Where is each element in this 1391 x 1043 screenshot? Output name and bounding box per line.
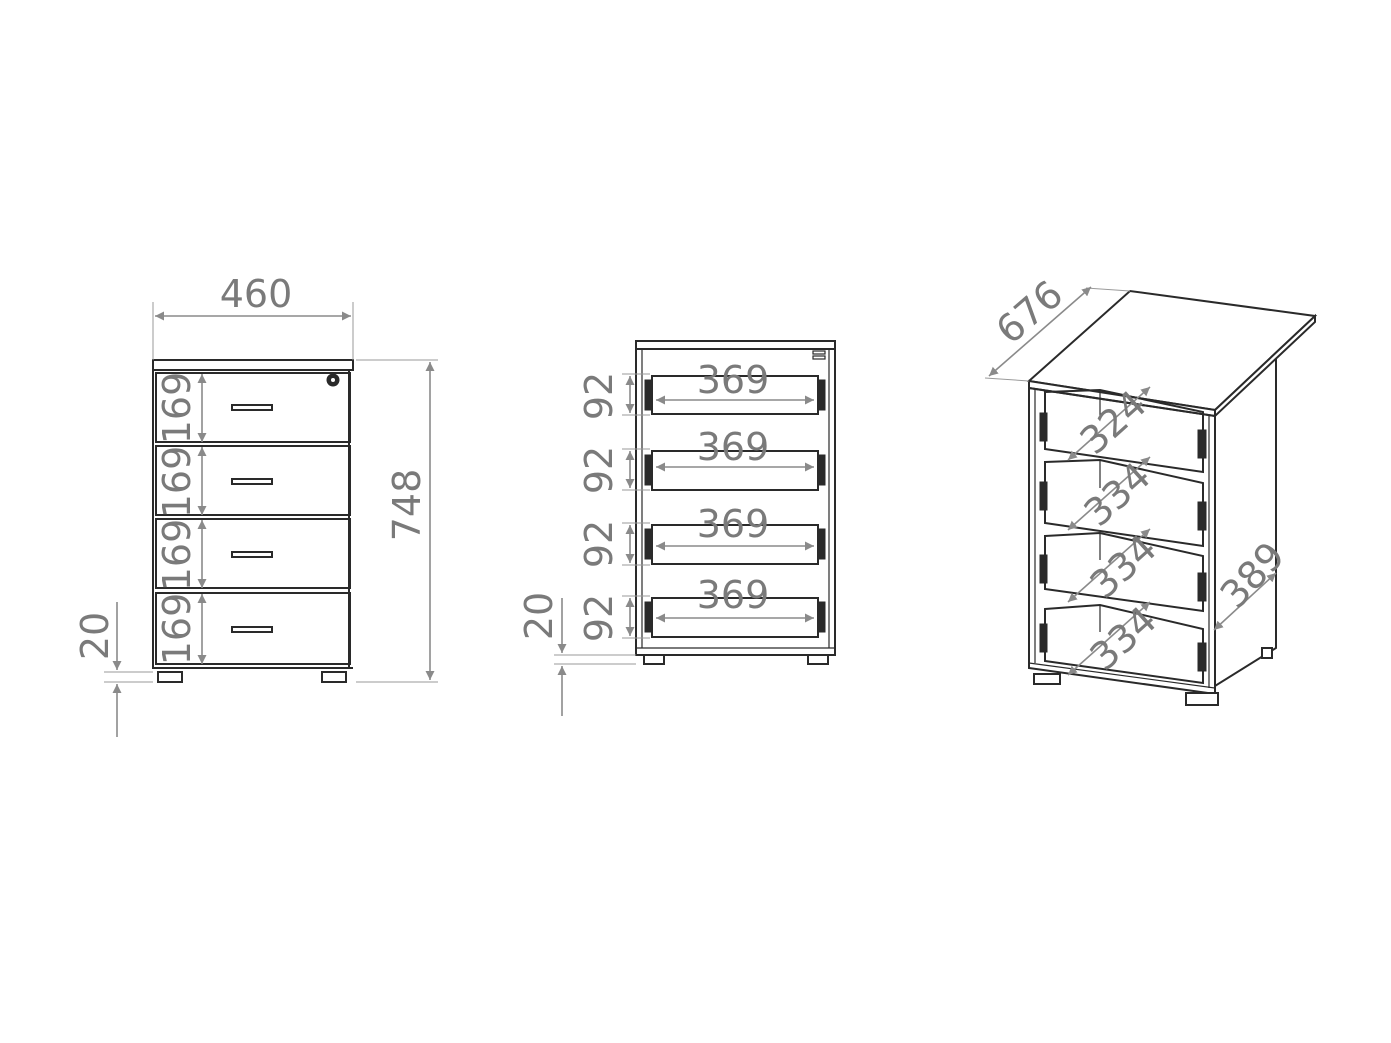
drawer-handle [231, 551, 273, 558]
lock-keyhole [331, 378, 335, 382]
drawer-height-label: 92 [577, 446, 621, 494]
drawer-box-1 [644, 375, 826, 415]
open-view: 369 369 369 369 92 92 92 92 20 [517, 340, 836, 716]
open-top-board [635, 340, 836, 350]
drawer-height-label: 92 [577, 372, 621, 420]
drawer-height-label: 92 [577, 594, 621, 642]
front-foot-left [157, 671, 183, 683]
drawer-handle [231, 404, 273, 411]
drawer-front-1 [155, 372, 351, 443]
drawer-depth-dim [1067, 386, 1151, 461]
ext-line [1085, 287, 1131, 292]
top-side-edge [1214, 313, 1316, 419]
drawer-height-label: 169 [155, 593, 199, 666]
inner-width-label: 369 [697, 358, 770, 402]
drawer-height-label: 169 [155, 446, 199, 519]
inner-width-label: 369 [697, 573, 770, 617]
plinth-label: 20 [73, 612, 117, 660]
depth-dimension-line [988, 286, 1092, 377]
persp-foot-back [1261, 647, 1273, 659]
inner-width-label: 369 [697, 502, 770, 546]
front-foot-right [321, 671, 347, 683]
drawer-box-4 [644, 597, 826, 638]
drawer-height-label: 92 [577, 520, 621, 568]
drawer-front-2 [155, 445, 351, 516]
latch-icon [812, 350, 826, 355]
persp-foot-right [1185, 692, 1219, 706]
drawer-box-3 [644, 524, 826, 565]
depth-label: 676 [988, 272, 1072, 353]
drawer-depth-dim [1067, 528, 1151, 603]
ext-line [984, 377, 1030, 382]
persp-foot-left [1033, 673, 1061, 685]
drawer-front-3 [155, 518, 351, 589]
side-dimension-line [1213, 572, 1277, 631]
plinth-label: 20 [517, 592, 561, 640]
drawer-depth-dim [1067, 601, 1151, 676]
height-label: 748 [385, 469, 429, 542]
open-foot-left [643, 654, 665, 665]
open-carcass [635, 348, 836, 656]
drawer-height-label: 169 [155, 519, 199, 592]
width-label: 460 [220, 272, 293, 316]
drawer-handle [231, 478, 273, 485]
drawer-depth-dim [1067, 456, 1151, 531]
front-view: 460 748 169 169 169 169 20 [73, 272, 438, 737]
drawer-front-4 [155, 592, 351, 665]
latch-icon [812, 355, 826, 360]
drawer-handle [231, 626, 273, 633]
inner-width-label: 369 [697, 425, 770, 469]
drawer-depth-label: 334 [1076, 454, 1159, 535]
front-top-board [152, 359, 354, 371]
drawer-box-2 [644, 450, 826, 491]
drawer-height-label: 169 [155, 372, 199, 445]
open-foot-right [807, 654, 829, 665]
perspective-view: 676 324 334 334 334 389 [984, 272, 1318, 706]
drawer-depth-label: 334 [1082, 598, 1165, 679]
